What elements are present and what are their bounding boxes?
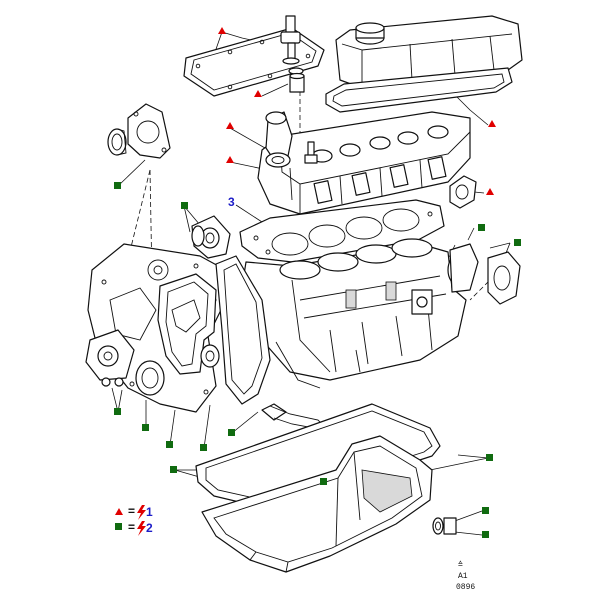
front-plate-gasket	[215, 255, 271, 405]
marker-triangle	[254, 90, 262, 97]
marker-square	[482, 507, 489, 514]
reference-code: ≙ A1 0896	[456, 560, 475, 592]
marker-square	[200, 444, 207, 451]
marker-square	[181, 202, 188, 209]
marker-square	[114, 182, 121, 189]
head-gasket	[239, 199, 445, 263]
rocker-cover	[335, 15, 523, 89]
marker-square	[166, 441, 173, 448]
legend-number: 2	[146, 521, 153, 535]
callout-number: 3	[228, 195, 235, 209]
front-cover-seal	[200, 344, 220, 368]
marker-square	[478, 224, 485, 231]
marker-triangle	[486, 188, 494, 195]
lightning-bolt-icon	[137, 521, 146, 536]
marker-square	[228, 429, 235, 436]
thermostat-housing	[265, 111, 293, 168]
marker-square	[486, 454, 493, 461]
rear-oil-seal-housing	[487, 251, 521, 305]
lightning-bolt-icon	[137, 505, 146, 520]
legend-equals: =	[128, 504, 135, 518]
ref-code-line1: A1	[458, 572, 468, 581]
drain-plug	[432, 517, 457, 535]
ref-code-line2: 0896	[456, 583, 475, 592]
marker-triangle	[488, 120, 496, 127]
oil-sump	[201, 435, 433, 573]
marker-square	[320, 478, 327, 485]
oil-seal	[107, 128, 127, 156]
rocker-cover-gasket-right	[325, 67, 513, 113]
engine-block	[239, 238, 467, 389]
temperature-sender	[304, 141, 318, 164]
rear-main-seal	[447, 243, 479, 293]
legend-row-2: = 2	[115, 520, 153, 536]
markers-square-2	[114, 182, 521, 538]
markers-triangle-1	[218, 27, 496, 195]
exhaust-gasket	[449, 175, 477, 209]
water-pump	[85, 329, 135, 387]
cylinder-head	[257, 111, 471, 215]
legend: = 1 = 2	[115, 504, 153, 536]
marker-square	[142, 424, 149, 431]
breather-valve	[280, 15, 305, 93]
legend-triangle-icon	[115, 508, 123, 515]
marker-triangle	[226, 156, 234, 163]
front-crank-seal	[135, 360, 165, 396]
ref-code-marker: ≙	[458, 560, 463, 570]
legend-row-1: = 1	[115, 504, 153, 520]
marker-square	[114, 408, 121, 415]
timing-cover-gasket-small	[127, 103, 171, 159]
marker-square	[482, 531, 489, 538]
marker-square	[170, 466, 177, 473]
marker-triangle	[226, 122, 234, 129]
legend-equals: =	[128, 520, 135, 534]
marker-triangle	[218, 27, 226, 34]
water-outlet-housing	[191, 215, 231, 259]
legend-square-icon	[115, 523, 122, 530]
marker-square	[514, 239, 521, 246]
legend-number: 1	[146, 505, 153, 519]
